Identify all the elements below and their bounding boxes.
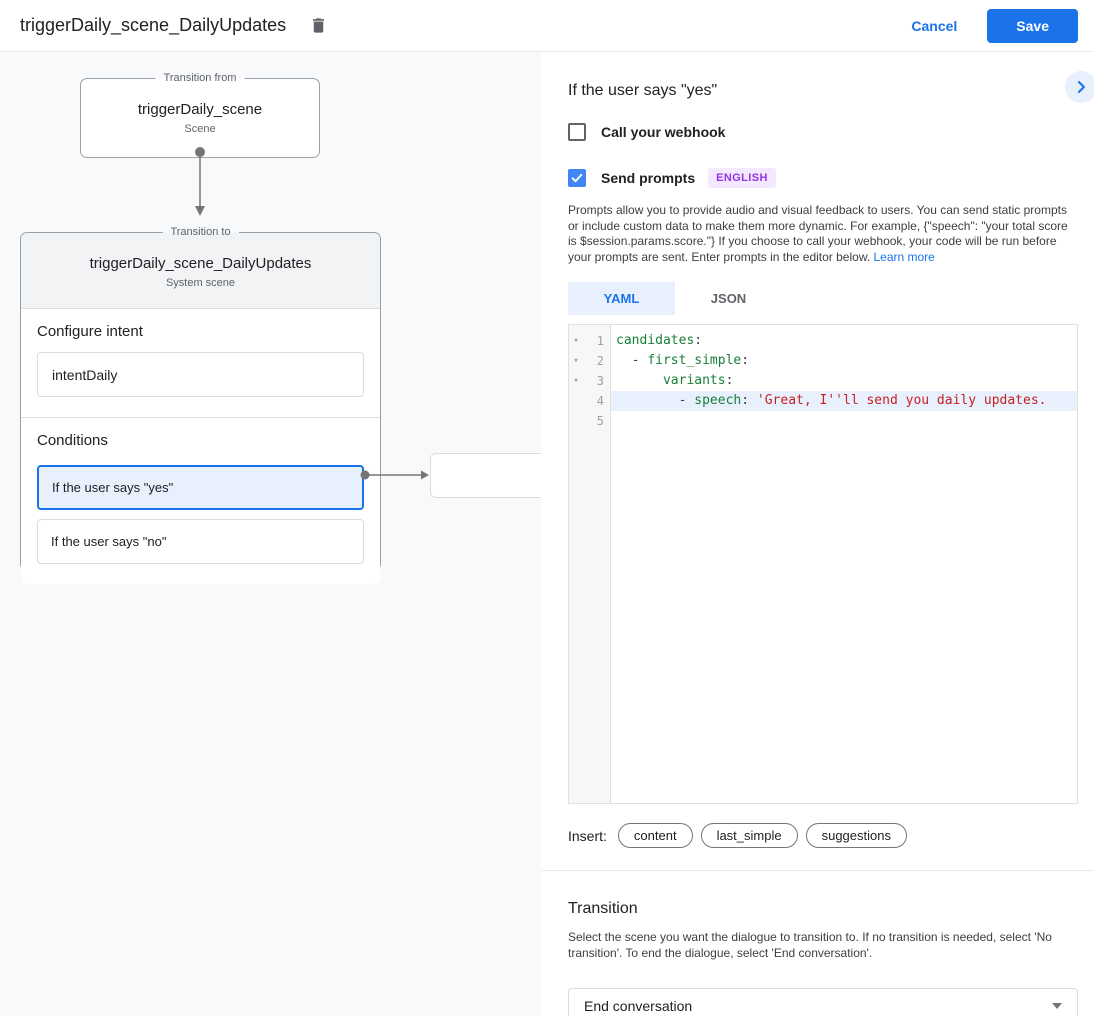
line-number: 3 (596, 374, 604, 388)
chevron-right-icon (1077, 81, 1085, 93)
collapse-panel-button[interactable] (1065, 71, 1094, 103)
card-divider (21, 417, 380, 418)
section-divider (541, 870, 1094, 871)
prompts-row: Send prompts ENGLISH (568, 168, 1078, 188)
transition-section-title: Transition (568, 900, 638, 917)
send-prompts-checkbox[interactable] (568, 169, 586, 187)
configure-intent-section: Configure intent intentDaily (21, 309, 380, 417)
page-title: triggerDaily_scene_DailyUpdates (20, 15, 287, 35)
line-number: 4 (596, 394, 604, 408)
scene-card-body: Configure intent intentDaily Conditions … (21, 309, 380, 584)
insert-chip-suggestions[interactable]: suggestions (805, 823, 907, 848)
scene-card-header: triggerDaily_scene_DailyUpdates System s… (21, 233, 380, 309)
scene-diagram-canvas: Transition from triggerDaily_scene Scene… (0, 52, 541, 1016)
editor-gutter: ▾ 1 ▾ 2 ▾ 3 4 5 (569, 325, 611, 803)
insert-chip-last-simple[interactable]: last_simple (700, 823, 798, 848)
prompts-description: Prompts allow you to provide audio and v… (568, 203, 1078, 265)
to-scene-type: System scene (165, 277, 236, 289)
editor-code-area[interactable]: candidates: - first_simple: variants: - … (611, 325, 1077, 803)
call-webhook-label: Call your webhook (601, 124, 726, 140)
condition-editor-panel: If the user says "yes" Call your webhook… (541, 52, 1094, 1016)
intent-item[interactable]: intentDaily (37, 352, 364, 397)
fold-arrow-icon[interactable]: ▾ (573, 336, 579, 346)
transition-description: Select the scene you want the dialogue t… (568, 930, 1052, 960)
language-badge: ENGLISH (708, 168, 776, 188)
top-bar: triggerDaily_scene_DailyUpdates Cancel S… (0, 0, 1094, 52)
prompt-code-editor[interactable]: ▾ 1 ▾ 2 ▾ 3 4 5 candidates: - first_simple: var… (568, 324, 1078, 804)
transition-from-node[interactable]: Transition from triggerDaily_scene Scene (80, 72, 320, 158)
code-line[interactable]: - speech: 'Great, I''ll send you daily u… (611, 391, 1077, 411)
line-number: 1 (596, 334, 604, 348)
code-line[interactable]: variants: (662, 373, 734, 388)
insert-chip-content[interactable]: content (617, 823, 693, 848)
transition-arrow-down (195, 147, 205, 216)
call-webhook-checkbox[interactable] (568, 123, 586, 141)
trash-icon (312, 18, 324, 33)
conditions-section: Conditions If the user says "yes" If the… (21, 418, 380, 584)
webhook-row: Call your webhook (568, 123, 1078, 141)
save-button[interactable]: Save (987, 8, 1078, 43)
condition-item-no[interactable]: If the user says "no" (37, 519, 364, 564)
fold-arrow-icon[interactable]: ▾ (573, 376, 579, 386)
code-line[interactable]: - first_simple: (616, 353, 750, 368)
insert-label: Insert: (568, 827, 607, 844)
from-scene-type: Scene (184, 123, 216, 135)
transition-select[interactable]: End conversation (568, 988, 1078, 1016)
transition-to-legend: Transition to (162, 226, 239, 239)
learn-more-link[interactable]: Learn more (873, 249, 935, 264)
condition-target-node[interactable] (430, 453, 541, 498)
condition-item-yes[interactable]: If the user says "yes" (37, 465, 364, 510)
panel-title: If the user says "yes" (568, 82, 718, 99)
insert-row: Insert: content last_simple suggestions (568, 823, 1078, 848)
line-number: 2 (596, 354, 604, 368)
transition-to-node[interactable]: Transition to triggerDaily_scene_DailyUp… (20, 226, 381, 584)
checkmark-icon (571, 173, 583, 183)
prompts-description-text: Prompts allow you to provide audio and v… (568, 203, 1068, 264)
conditions-label: Conditions (37, 432, 108, 449)
transition-selected-value: End conversation (584, 998, 693, 1014)
configure-intent-label: Configure intent (37, 323, 143, 340)
code-line[interactable]: candidates: (616, 333, 703, 348)
send-prompts-label: Send prompts (601, 170, 696, 186)
from-scene-name: triggerDaily_scene (137, 101, 263, 118)
code-line[interactable] (611, 411, 1077, 431)
cancel-button[interactable]: Cancel (911, 17, 958, 34)
tab-yaml[interactable]: YAML (568, 282, 675, 315)
tab-json[interactable]: JSON (710, 291, 747, 306)
line-number: 5 (596, 414, 604, 428)
condition-connector-arrow (360, 470, 429, 480)
transition-from-legend: Transition from (155, 72, 245, 85)
fold-arrow-icon[interactable]: ▾ (573, 356, 579, 366)
to-scene-name: triggerDaily_scene_DailyUpdates (89, 255, 312, 272)
editor-format-tabs: YAML JSON (568, 282, 1078, 315)
delete-scene-button[interactable] (306, 14, 330, 38)
dropdown-caret-icon (1052, 1003, 1062, 1009)
